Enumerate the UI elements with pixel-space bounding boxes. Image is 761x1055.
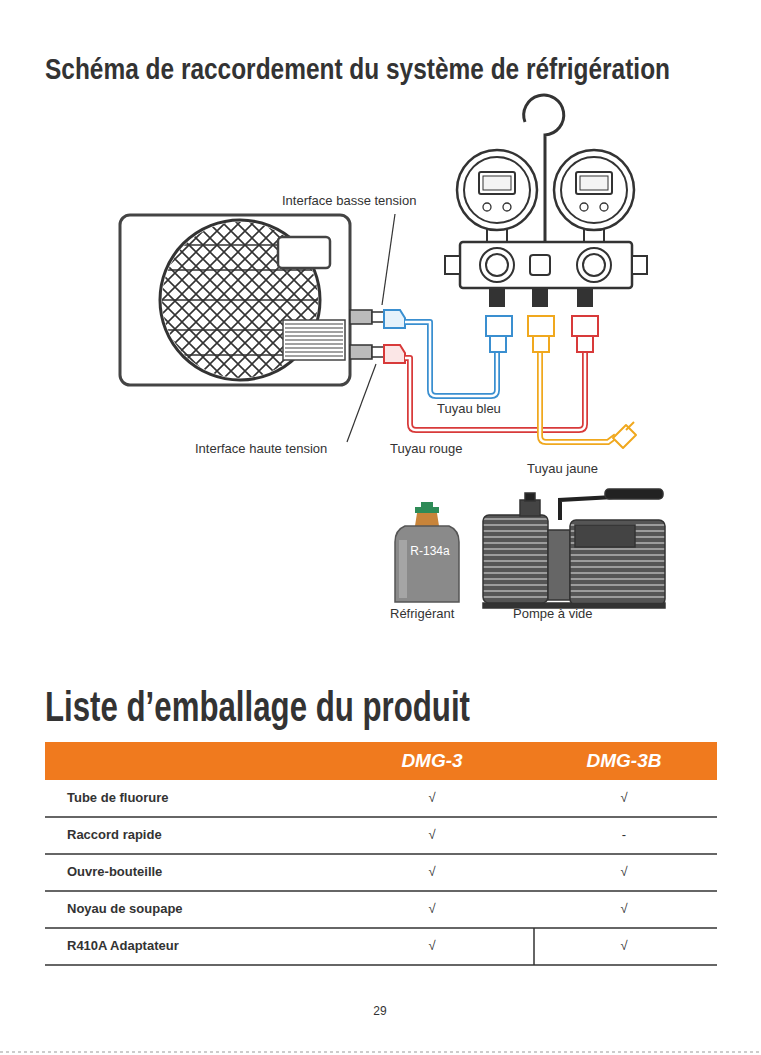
page-number: 29 [373, 1005, 386, 1019]
table-cell: √ [620, 865, 627, 880]
hose-label: Tuyau rouge [390, 442, 463, 457]
hoses [405, 322, 636, 448]
hose-label: Tuyau jaune [527, 462, 598, 477]
hose-label: Tuyau bleu [437, 402, 501, 417]
callout-label: Interface basse tension [282, 194, 416, 209]
table-cell: √ [428, 865, 435, 880]
table-cell: Tube de fluorure [67, 791, 169, 806]
table-cell: √ [428, 939, 435, 954]
table-header-cell: DMG-3B [587, 750, 662, 772]
table-header [45, 742, 717, 780]
manifold-gauge [445, 95, 647, 352]
table-cell: √ [620, 791, 627, 806]
part-label: Réfrigérant [390, 607, 454, 622]
table-cell: √ [620, 939, 627, 954]
part-label: Pompe à vide [513, 607, 593, 622]
leader-line [347, 214, 395, 442]
table-cell: - [622, 828, 626, 843]
table-cell: √ [428, 828, 435, 843]
table-cell: √ [620, 902, 627, 917]
page-edge [0, 1052, 761, 1053]
refrigerant-can: R-134a [393, 500, 467, 604]
table-cell: √ [428, 791, 435, 806]
table-cell: Ouvre-bouteille [67, 865, 162, 880]
vacuum-pump [483, 489, 665, 608]
page-title: Schéma de raccordement du système de réf… [45, 52, 670, 87]
table-rule [45, 817, 717, 965]
callout-label: Interface haute tension [195, 442, 327, 457]
can-label: R-134a [393, 544, 467, 558]
table-cell: √ [428, 902, 435, 917]
section-heading: Liste d’emballage du produit [45, 683, 470, 731]
table-header-cell: DMG-3 [401, 750, 462, 772]
outdoor-unit [120, 215, 405, 385]
table-cell: Raccord rapide [67, 828, 162, 843]
table-cell: Noyau de soupape [67, 902, 183, 917]
table-cell: R410A Adaptateur [67, 939, 179, 954]
